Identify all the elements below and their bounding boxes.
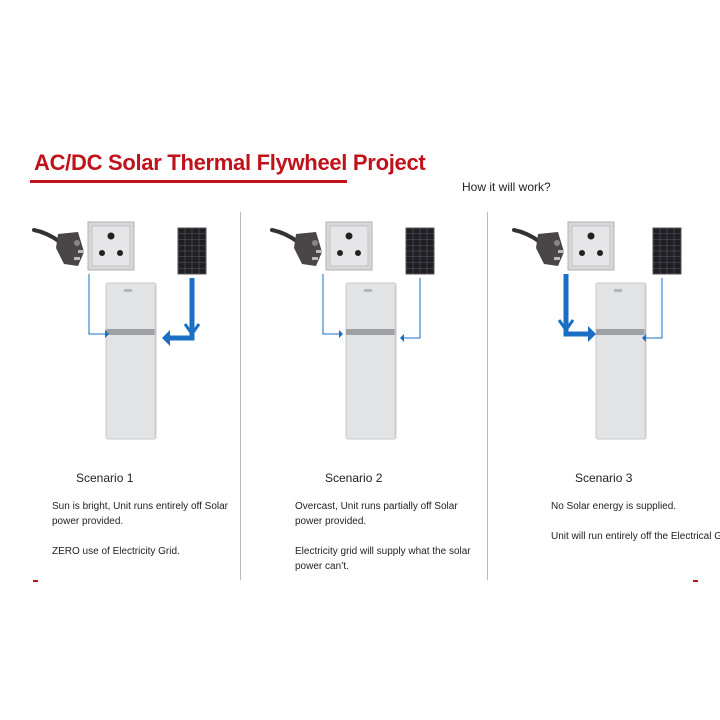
solar-panel-icon <box>652 227 682 275</box>
divider-1 <box>240 212 241 580</box>
scenario-line: Unit will run entirely off the Electrica… <box>551 531 720 542</box>
title-underline <box>30 180 347 183</box>
edge-mark-left <box>33 580 38 582</box>
edge-mark-right <box>693 580 698 582</box>
scenario-description: Sun is bright, Unit runs entirely off So… <box>52 499 242 574</box>
scenario-line: ZERO use of Electricity Grid. <box>52 546 180 557</box>
fridge-icon <box>595 282 647 440</box>
scenario-title: Scenario 1 <box>76 471 134 485</box>
scenario-diagram-2 <box>270 221 435 440</box>
power-plug-icon <box>270 228 322 266</box>
scenario-diagram-3 <box>512 221 682 440</box>
wall-socket-icon <box>567 221 615 271</box>
grid-arrow-icon <box>322 274 343 338</box>
fridge-icon <box>345 282 397 440</box>
page-title: AC/DC Solar Thermal Flywheel Project <box>34 150 426 175</box>
power-plug-icon <box>32 228 84 266</box>
scenario-line: No Solar energy is supplied. <box>551 501 677 512</box>
fridge-icon <box>105 282 157 440</box>
scenario-panel-2: Scenario 2 Overcast, Unit runs partially… <box>240 0 480 720</box>
grid-arrow-icon <box>557 274 596 342</box>
solar-arrow-icon <box>642 278 663 342</box>
page-subtitle: How it will work? <box>462 180 551 194</box>
scenario-line: Overcast, Unit runs partially off Solar … <box>295 501 458 527</box>
scenario-title: Scenario 2 <box>325 471 383 485</box>
scenario-title: Scenario 3 <box>575 471 633 485</box>
scenario-line: Sun is bright, Unit runs entirely off So… <box>52 501 229 527</box>
power-plug-icon <box>512 228 564 266</box>
solar-panel-icon <box>177 227 207 275</box>
scenario-panel-3: Scenario 3 No Solar energy is supplied. … <box>480 0 720 720</box>
scenario-line: Electricity grid will supply what the so… <box>295 546 471 572</box>
solar-arrow-icon <box>400 278 421 342</box>
scenario-panel-1: Scenario 1 Sun is bright, Unit runs enti… <box>0 0 240 720</box>
scenario-description: Overcast, Unit runs partially off Solar … <box>295 499 485 589</box>
scenario-diagram-1 <box>32 221 207 440</box>
solar-panel-icon <box>405 227 435 275</box>
wall-socket-icon <box>325 221 373 271</box>
solar-arrow-icon <box>162 278 201 346</box>
wall-socket-icon <box>87 221 135 271</box>
grid-arrow-icon <box>88 274 109 338</box>
scenario-description: No Solar energy is supplied. Unit will r… <box>551 499 720 559</box>
divider-2 <box>487 212 488 580</box>
